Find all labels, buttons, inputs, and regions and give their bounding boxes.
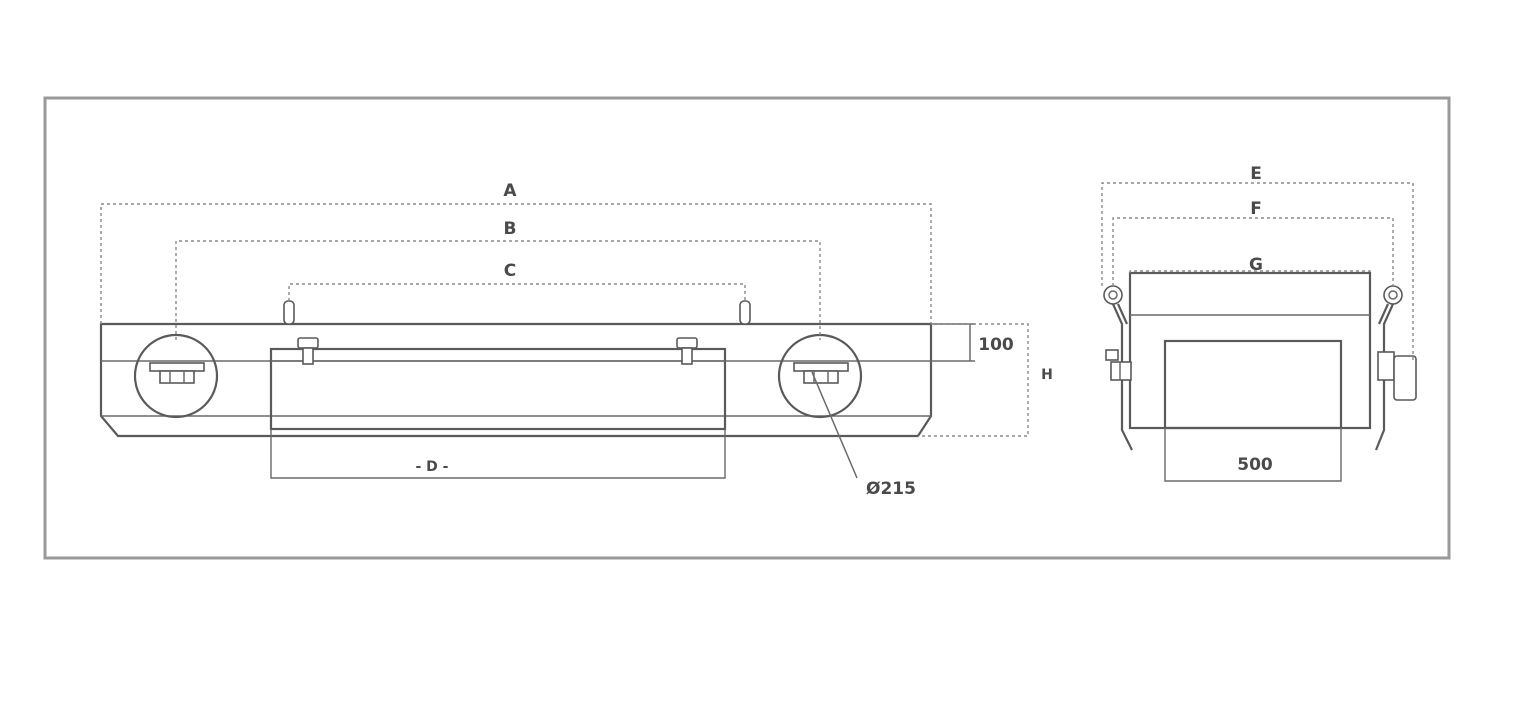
dimension-500-line [1164, 428, 1342, 482]
bolt-left [297, 337, 319, 365]
dimension-500-label: 500 [1237, 455, 1273, 475]
bolt-right [676, 337, 698, 365]
side-view: A B C - D - 100 H Ø215 [99, 181, 1053, 499]
lifting-lug-left [283, 300, 295, 325]
dimension-a-label: A [503, 181, 517, 201]
dimension-g-label: G [1249, 255, 1263, 275]
lifting-lug-right [739, 300, 751, 325]
pulley-left [133, 333, 219, 419]
diameter-label: Ø215 [866, 479, 916, 499]
dimension-b-line [175, 240, 821, 340]
dimension-c-label: C [504, 261, 516, 281]
dimension-f-line [1112, 217, 1394, 286]
hook-left [1103, 285, 1133, 451]
end-view: E F G 500 [1101, 164, 1417, 482]
dimension-e-label: E [1250, 164, 1262, 184]
hook-right [1374, 285, 1417, 451]
dimension-d-line [270, 429, 726, 479]
dimension-f-label: F [1250, 199, 1262, 219]
end-inner-panel [1163, 339, 1343, 430]
dimension-c-line [288, 283, 746, 301]
dimension-a-line [100, 203, 932, 324]
magnet-panel [269, 347, 727, 431]
dimension-e-line [1101, 182, 1414, 360]
dimension-g-line [1129, 270, 1371, 273]
drawing-frame [43, 96, 1451, 560]
dimension-h-line [918, 323, 1029, 437]
pulley-right [777, 333, 863, 419]
dimension-d-label: - D - [416, 459, 449, 475]
dimension-b-label: B [504, 219, 517, 239]
dimension-h-label: H [1041, 367, 1053, 383]
diameter-leader [811, 371, 858, 479]
dimension-100-label: 100 [978, 335, 1014, 355]
